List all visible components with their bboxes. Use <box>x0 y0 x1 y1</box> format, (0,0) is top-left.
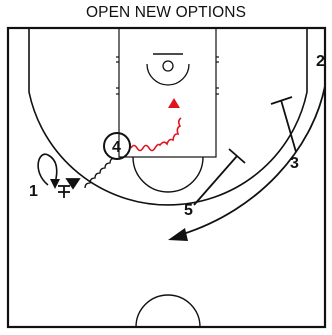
cut-path-2 <box>182 85 326 235</box>
cut-arrowhead-2 <box>168 228 188 241</box>
dribble-path-1 <box>84 157 115 189</box>
paint-lane <box>118 27 217 158</box>
player-3-label: 3 <box>290 155 299 172</box>
lane-hash-marks <box>116 56 219 95</box>
player-4-label: 4 <box>112 139 121 156</box>
play-title: OPEN NEW OPTIONS <box>85 4 247 21</box>
player-5-label: 5 <box>184 202 193 219</box>
rim <box>162 60 174 72</box>
cut-arrowhead-1 <box>50 179 60 189</box>
cut-path-1 <box>37 153 58 186</box>
center-circle <box>135 294 201 328</box>
screen-marker-5 <box>193 148 246 206</box>
player-2-label: 2 <box>316 53 325 70</box>
dribble-path-4 <box>130 117 182 152</box>
player-1-label: 1 <box>29 183 38 200</box>
restricted-arc <box>146 63 190 86</box>
free-throw-circle <box>132 156 204 193</box>
player-4-circle <box>103 132 131 160</box>
screen-marker-3 <box>270 96 297 153</box>
screen-marker-1 <box>58 178 81 198</box>
three-point-line <box>28 28 308 206</box>
dribble-arrowhead-4 <box>168 98 180 108</box>
